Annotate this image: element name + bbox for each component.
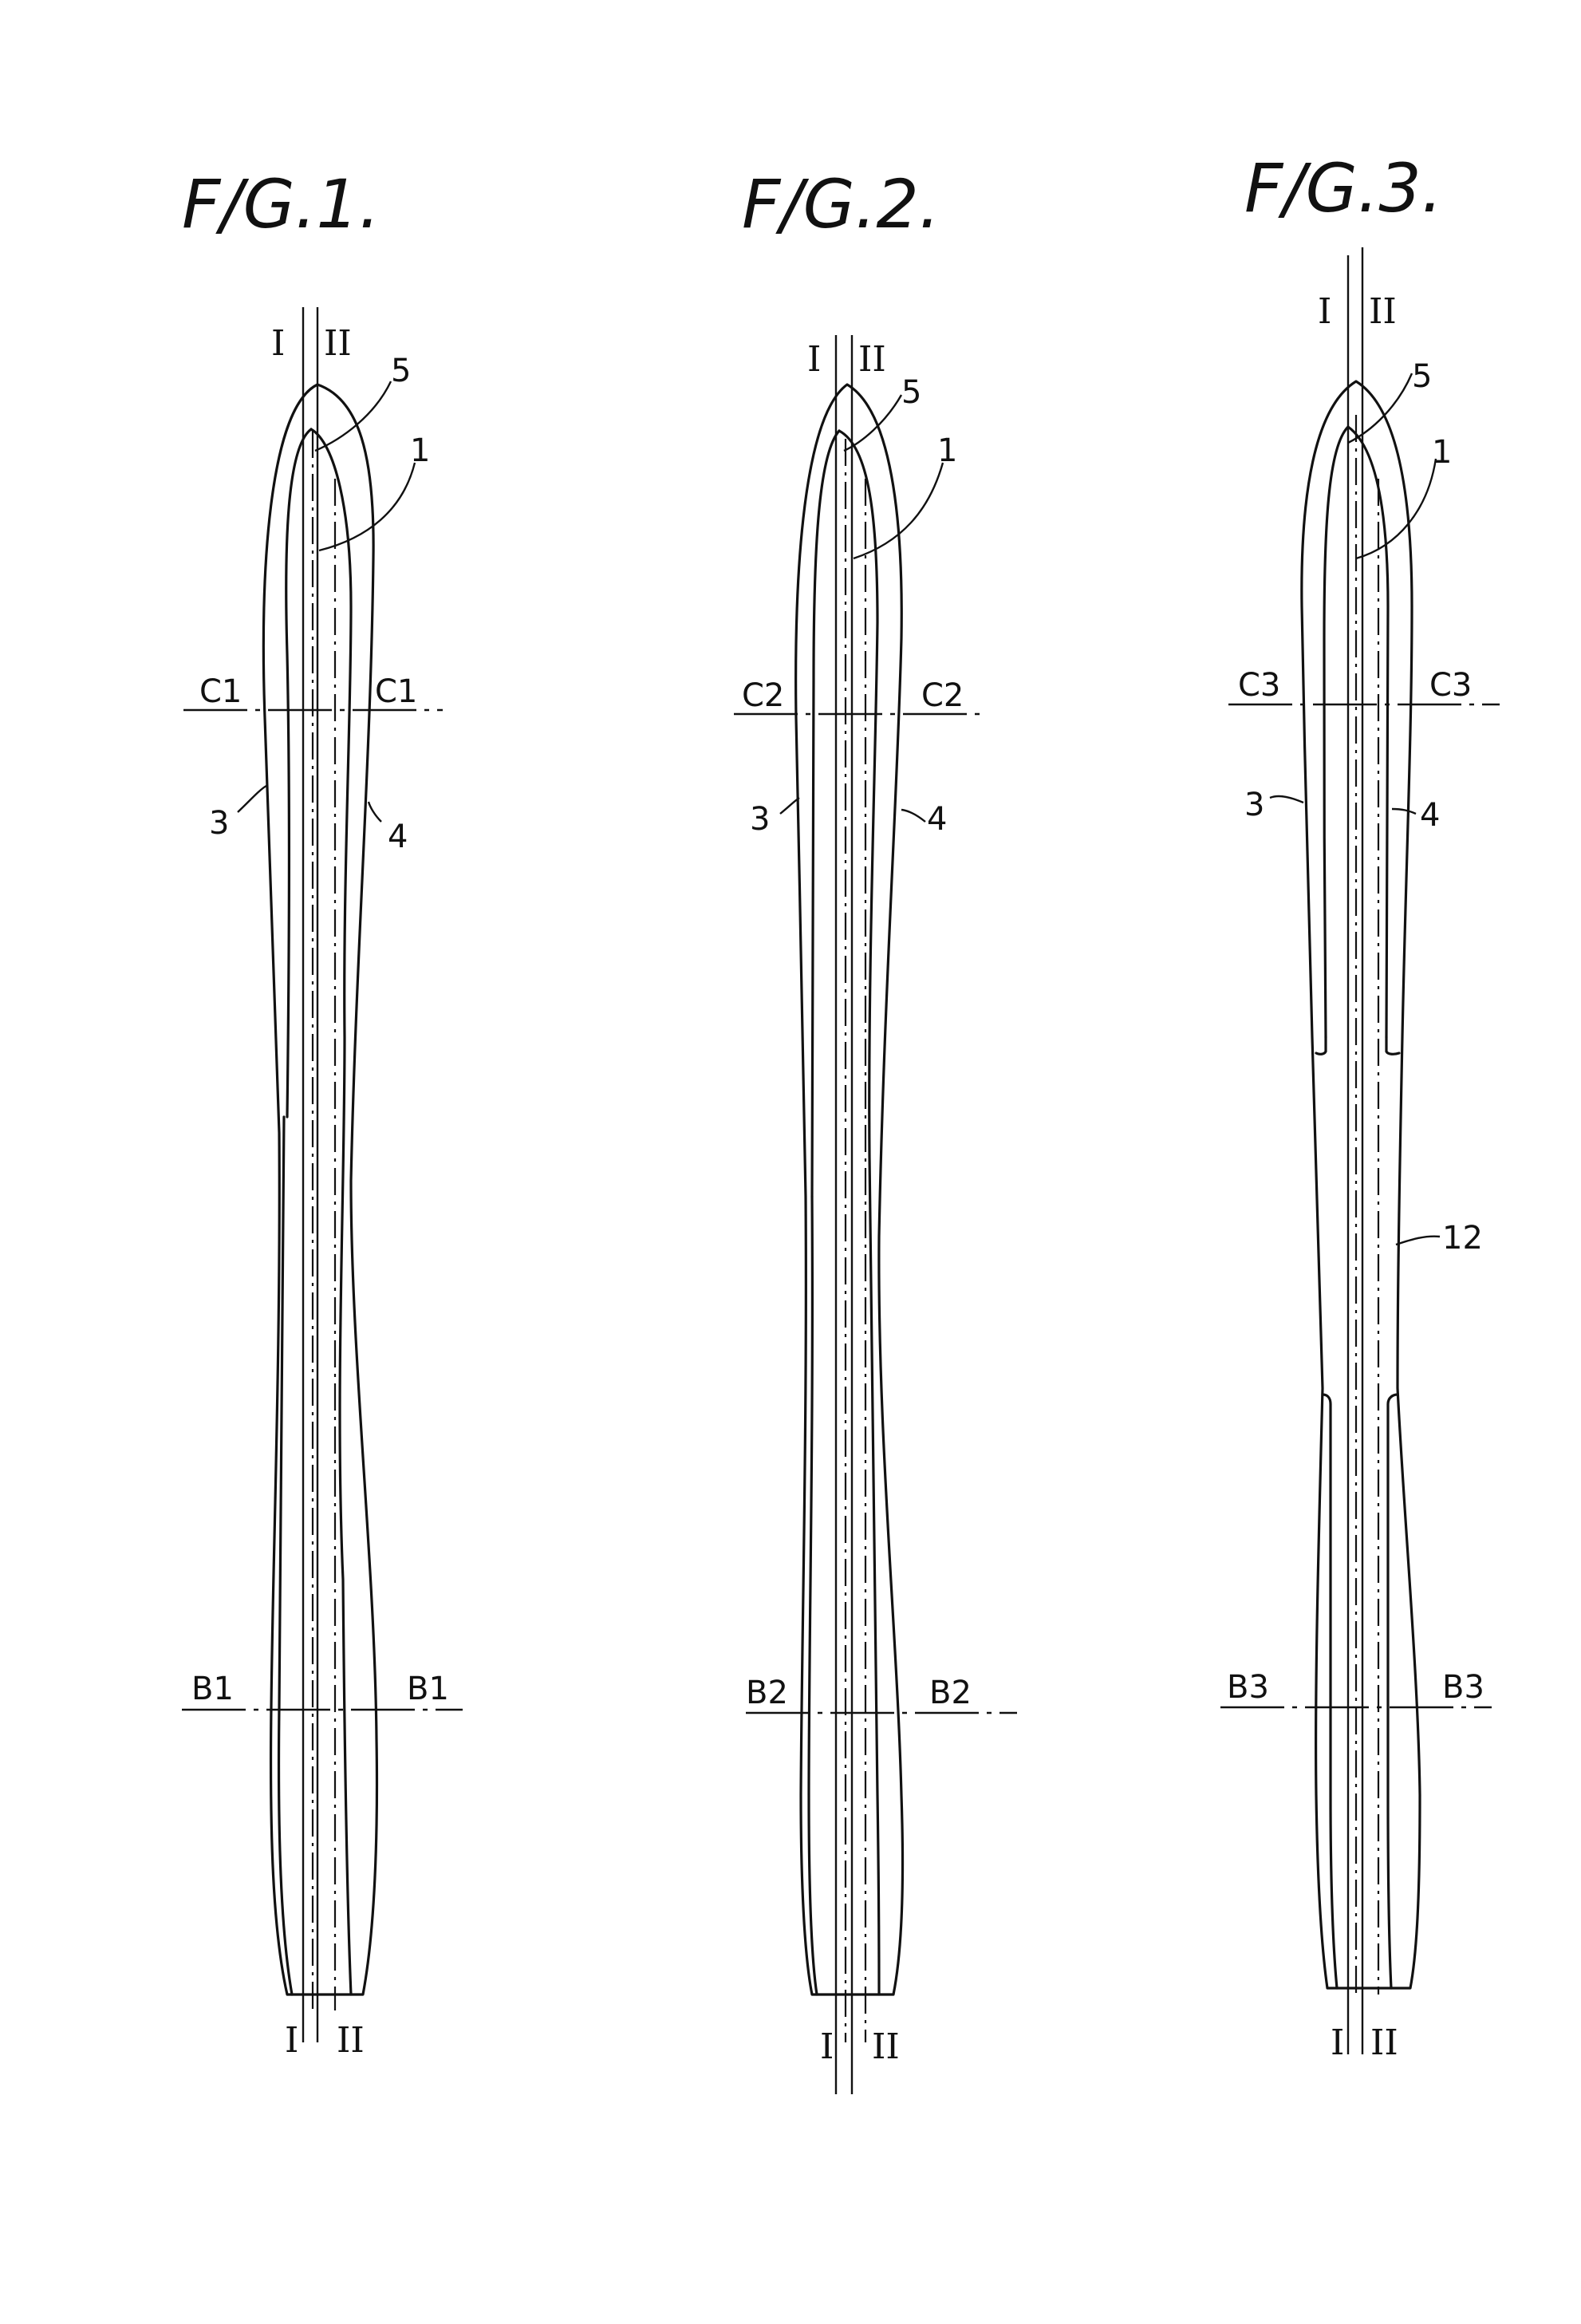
- figure-1-leader-5: [314, 381, 392, 452]
- figure-2-title: F/G.2.: [742, 165, 940, 243]
- figure-3-leader-3: [1269, 795, 1304, 804]
- figure-3-ref-5: 5: [1412, 358, 1432, 395]
- figure-3-leader-5: [1347, 373, 1413, 444]
- figure-3-section-b-left-label: B3: [1227, 1669, 1269, 1706]
- figure-1-inner-contour: [285, 428, 313, 1119]
- figure-3-leader-1: [1355, 458, 1437, 560]
- figure-1-section-b-right-label: B1: [407, 1671, 449, 1707]
- figure-3-upper-step-right: [1385, 1036, 1401, 1055]
- figure-2-axis-top-right-label: II: [858, 339, 886, 380]
- figure-2-ref-4: 4: [927, 801, 947, 838]
- figure-3-section-b-right-label: B3: [1442, 1669, 1484, 1706]
- figure-2-section-b-left-label: B2: [746, 1675, 788, 1711]
- figure-3-axis-bottom-right-label: II: [1370, 2022, 1398, 2063]
- figure-1-inner-left-lower: [277, 1115, 294, 1996]
- figure-1-leader-1: [318, 462, 416, 552]
- figure-1-ref-1: 1: [410, 432, 430, 469]
- figure-3-inner-contour-right: [1346, 425, 1390, 1039]
- figure-3-ref-1: 1: [1432, 434, 1452, 471]
- figure-2-ref-1: 1: [937, 432, 957, 469]
- figure-3-ref-4: 4: [1420, 797, 1440, 834]
- figure-3: F/G.3. I II I II C3 C3 B3 B3 5 1 3 4 12: [1220, 149, 1500, 2063]
- figure-1-axis-bottom-right-label: II: [337, 2020, 365, 2061]
- figure-1-inner-contour-right: [309, 428, 353, 1996]
- figure-2-axis-bottom-right-label: II: [872, 2026, 900, 2067]
- figure-3-title: F/G.3.: [1244, 149, 1443, 227]
- figure-3-ref-3: 3: [1244, 787, 1264, 823]
- figure-2-leader-4: [901, 808, 926, 823]
- figure-1: F/G.1. I II I II C1 C1 B1 B1 5 1 3 4: [182, 165, 463, 2061]
- figure-2-section-b-right-label: B2: [929, 1675, 972, 1711]
- figure-2-leader-3: [779, 797, 800, 815]
- figure-2-inner-left-lower: [807, 1195, 818, 1996]
- figure-3-outer-contour: [1300, 380, 1421, 1990]
- figure-2-inner-contour: [810, 429, 841, 1198]
- figure-1-axis-top-left-label: I: [271, 323, 285, 364]
- figure-1-section-b-left-label: B1: [191, 1671, 234, 1707]
- figure-2-inner-contour-right: [838, 429, 881, 1996]
- figure-3-leader-12: [1395, 1235, 1441, 1246]
- figure-3-upper-step-left: [1315, 1036, 1327, 1055]
- figure-2-ref-3: 3: [750, 801, 770, 838]
- figure-3-axis-bottom-left-label: I: [1331, 2022, 1344, 2063]
- figure-2-leader-5: [843, 394, 903, 452]
- figure-3-lower-inner-left: [1321, 1393, 1339, 1990]
- figure-3-axis-top-left-label: I: [1318, 291, 1331, 332]
- figure-1-section-c-right-label: C1: [375, 673, 417, 710]
- figure-1-outer-contour: [262, 383, 379, 1996]
- figure-1-leader-3: [237, 784, 267, 813]
- figure-3-inner-contour-left: [1323, 425, 1350, 1039]
- figure-3-leader-4: [1391, 807, 1417, 815]
- figure-1-axis-top-right-label: II: [324, 323, 352, 364]
- figure-3-lower-inner-right: [1386, 1393, 1399, 1990]
- figure-1-ref-4: 4: [388, 819, 408, 855]
- figure-1-ref-5: 5: [391, 353, 411, 389]
- figure-1-axis-bottom-left-label: I: [285, 2020, 298, 2061]
- figure-2-axis-top-left-label: I: [807, 339, 821, 380]
- figure-1-title: F/G.1.: [182, 165, 380, 243]
- figure-2-leader-1: [853, 462, 944, 560]
- figure-2-section-c-left-label: C2: [742, 677, 784, 714]
- figure-3-section-c-right-label: C3: [1429, 667, 1472, 704]
- figure-3-axis-top-right-label: II: [1369, 291, 1397, 332]
- figure-1-leader-4: [367, 801, 382, 823]
- figure-2-ref-5: 5: [901, 374, 921, 411]
- figure-1-ref-3: 3: [209, 805, 229, 842]
- figure-2: F/G.2. I II I II C2 C2 B2 B2 5 1 3 4: [734, 165, 1017, 2094]
- figure-1-section-c-left-label: C1: [199, 673, 242, 710]
- figure-2-outer-contour: [794, 383, 905, 1996]
- figure-3-section-c-left-label: C3: [1238, 667, 1280, 704]
- figure-2-section-c-right-label: C2: [921, 677, 964, 714]
- figure-3-ref-12: 12: [1442, 1220, 1483, 1257]
- figure-2-axis-bottom-left-label: I: [820, 2026, 834, 2067]
